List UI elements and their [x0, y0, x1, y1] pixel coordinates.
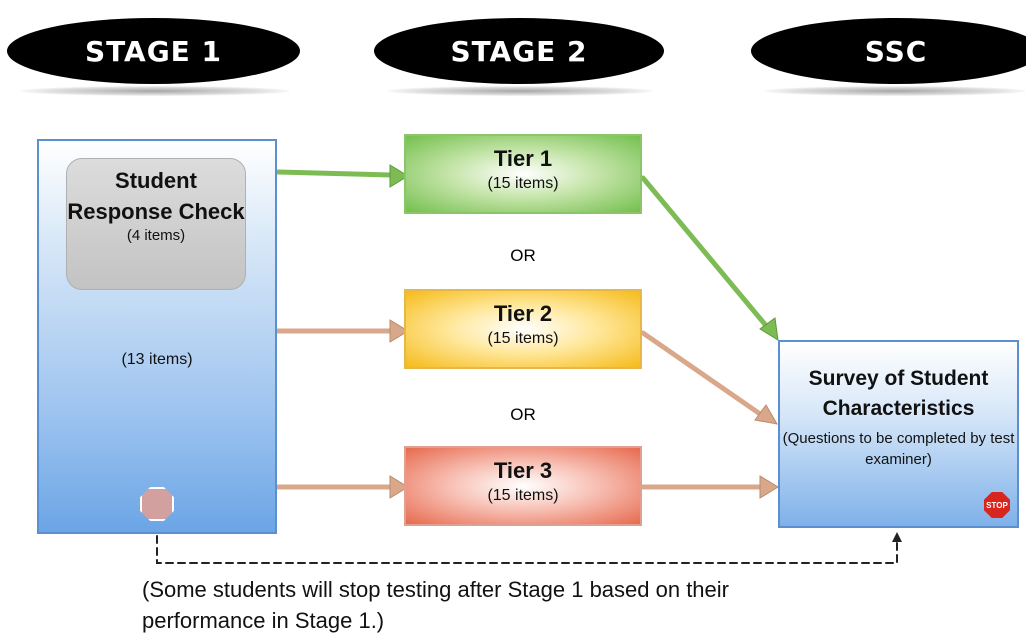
or-label-2: OR [510, 405, 536, 424]
stage1-header: STAGE 1 [7, 18, 300, 84]
tier2-items: (15 items) [487, 330, 559, 347]
dashed-stop-path [156, 535, 898, 564]
arrow-head-tier1-ssc [759, 317, 779, 341]
stop-sign-icon: STOP [984, 492, 1010, 518]
arrow-stage1-tier1 [275, 169, 395, 178]
stage1-box: Student Response Check (4 items) (13 ite… [37, 139, 277, 534]
ssc-title: Survey of Student Characteristics [808, 367, 989, 420]
footnote: (Some students will stop testing after S… [142, 577, 729, 633]
tier3-items: (15 items) [487, 487, 559, 504]
stage1-items: (13 items) [121, 351, 193, 368]
ssc-header-shadow [764, 86, 1026, 96]
stop-octagon-icon [140, 487, 174, 521]
tier1-title: Tier 1 [493, 146, 553, 171]
arrow-tier2-ssc [640, 330, 766, 419]
ssc-box: Survey of Student Characteristics (Quest… [778, 340, 1019, 528]
ssc-note: (Questions to be completed by test exami… [782, 430, 1015, 468]
arrow-head-stage1-tier1 [389, 164, 409, 188]
dashed-path-arrowhead [892, 532, 902, 542]
ssc-header: SSC [751, 18, 1026, 84]
arrow-head-stage1-tier2 [389, 319, 409, 343]
stage2-header: STAGE 2 [374, 18, 664, 84]
or-label-1: OR [510, 246, 536, 265]
stage2-header-shadow [387, 86, 653, 96]
arrow-head-stage1-tier3 [389, 475, 409, 499]
stage1-header-shadow [20, 86, 290, 96]
arrow-head-tier2-ssc [754, 404, 778, 425]
tier2-box: Tier 2 (15 items) [404, 289, 642, 369]
src-title: Student Response Check [67, 168, 245, 224]
arrow-tier1-ssc [640, 175, 771, 331]
tier1-items: (15 items) [487, 175, 559, 192]
tier1-box: Tier 1 (15 items) [404, 134, 642, 214]
student-response-check-box: Student Response Check (4 items) [66, 158, 246, 290]
arrow-head-tier3-ssc [759, 475, 779, 499]
tier3-box: Tier 3 (15 items) [404, 446, 642, 526]
tier3-title: Tier 3 [493, 458, 553, 483]
tier2-title: Tier 2 [493, 301, 553, 326]
src-items: (4 items) [126, 227, 186, 244]
